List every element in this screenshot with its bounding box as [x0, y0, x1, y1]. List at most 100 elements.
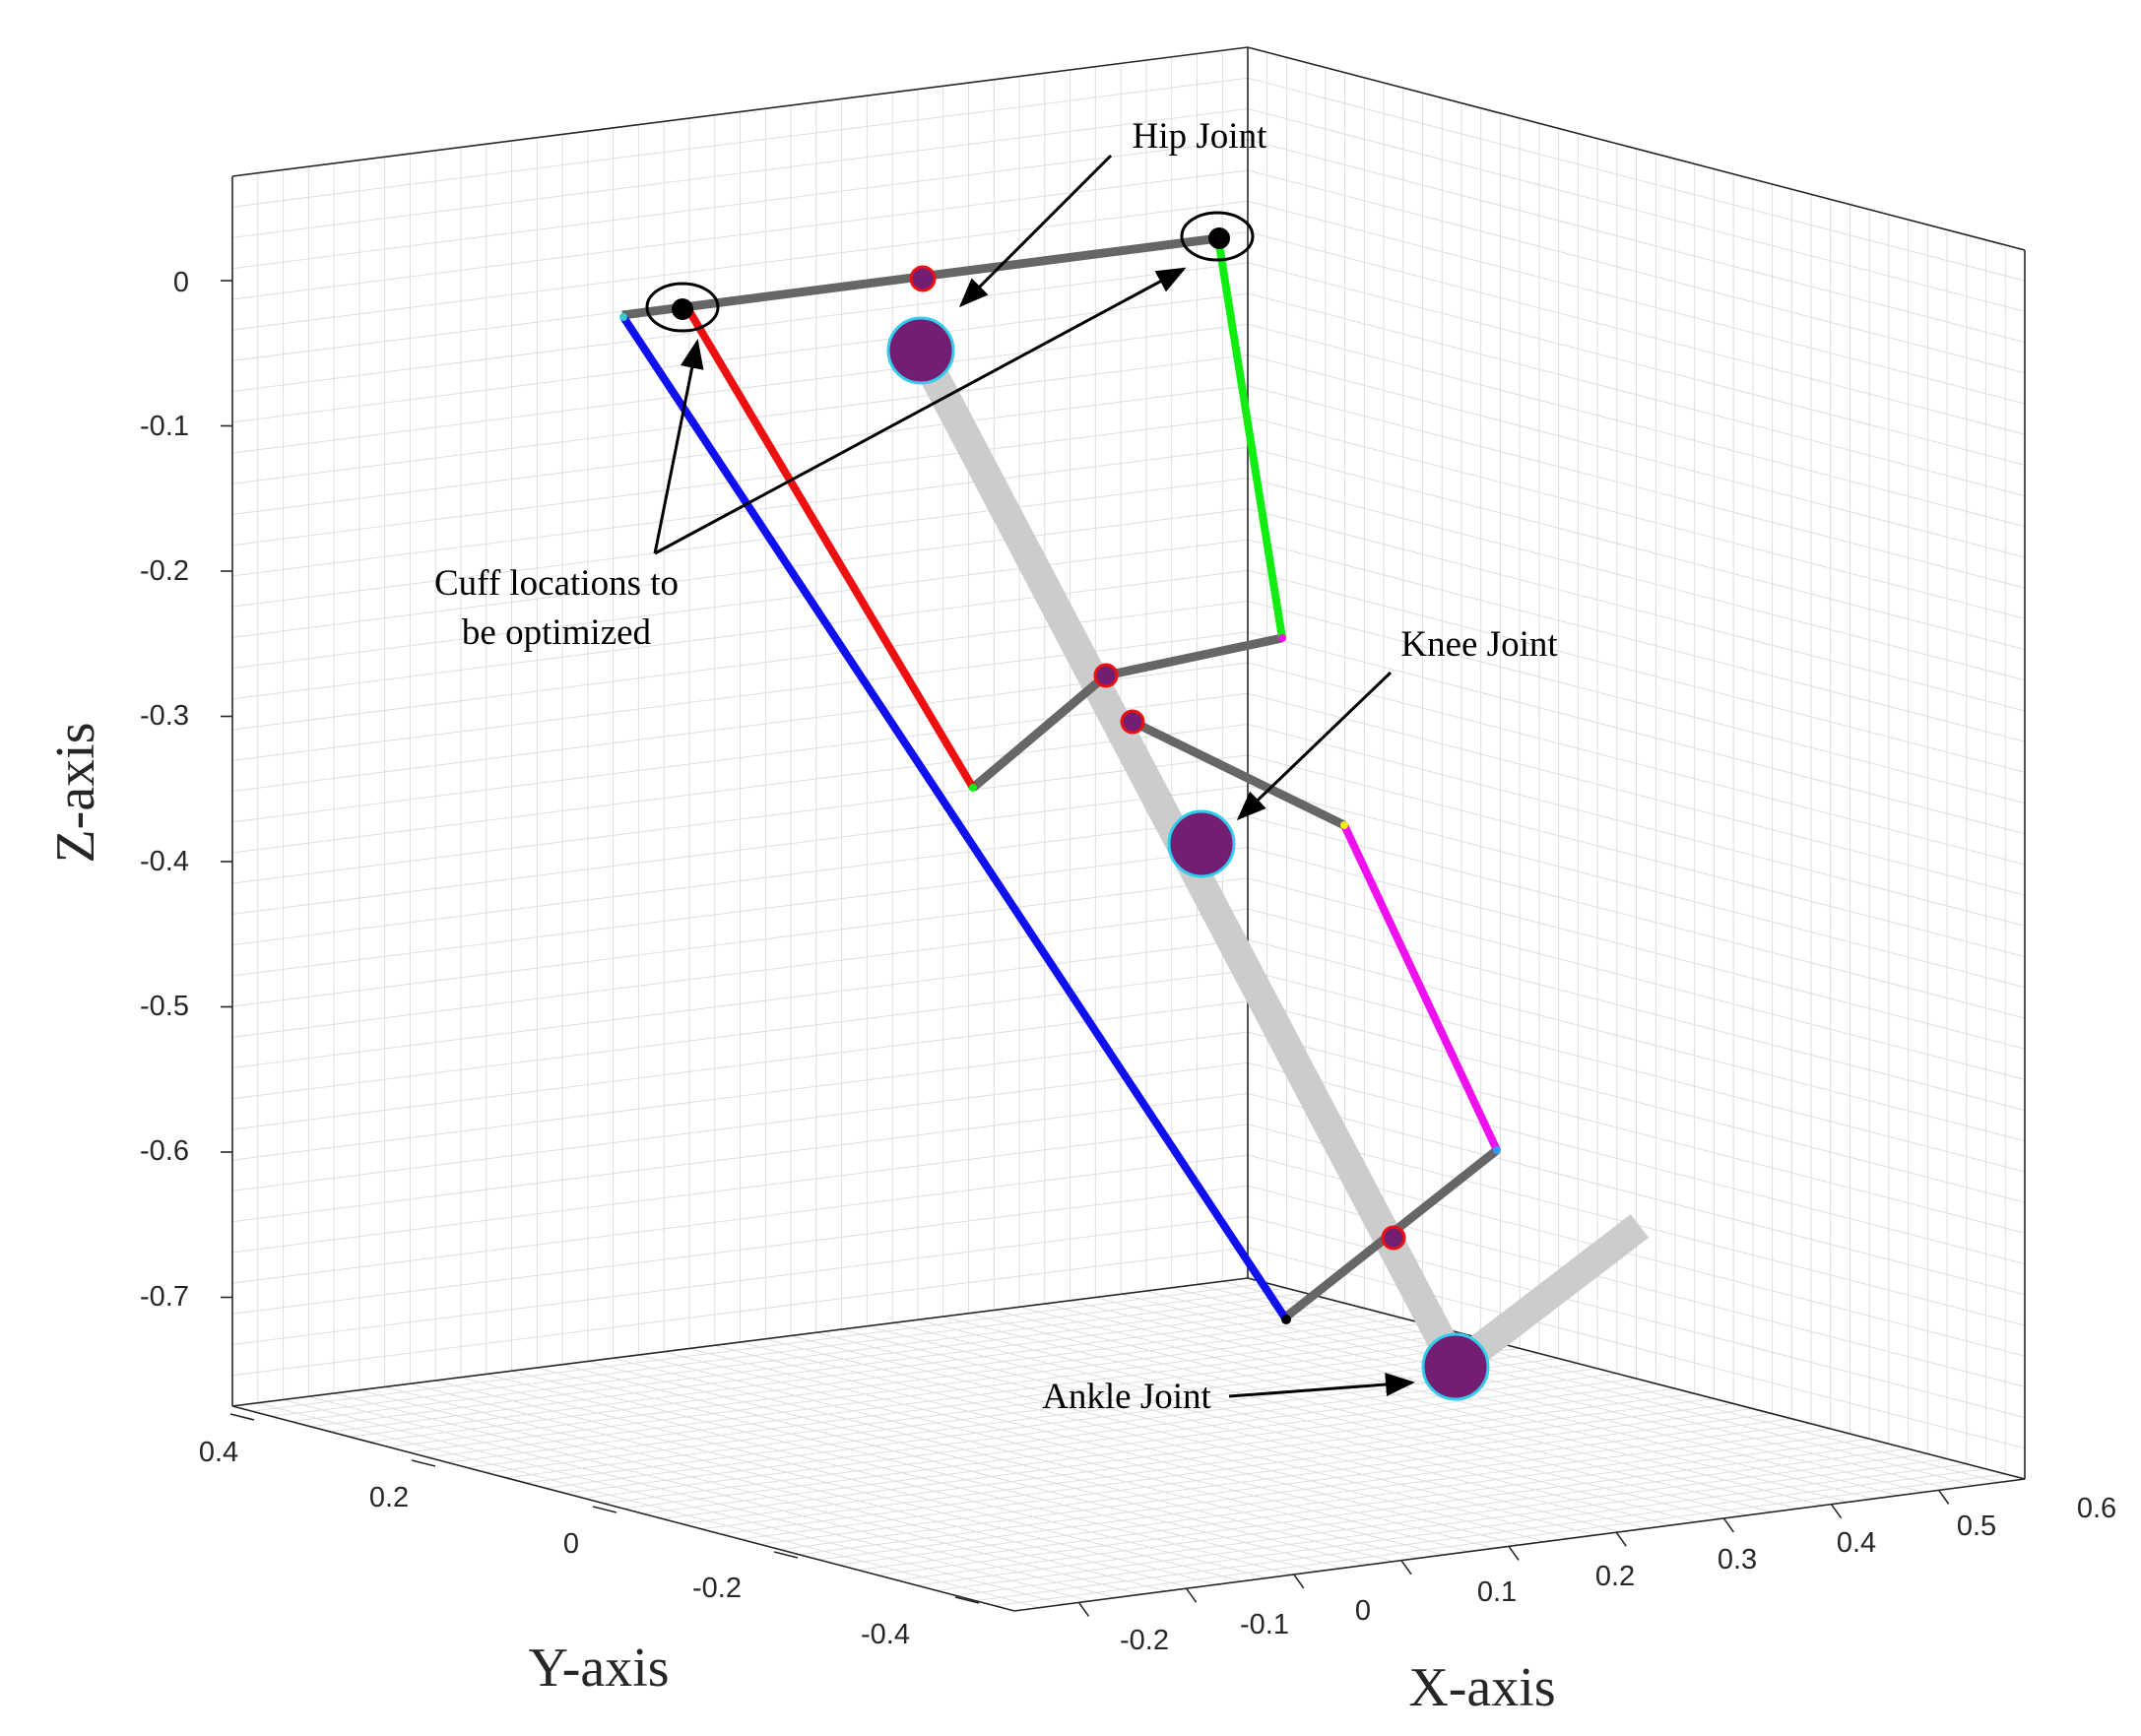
- grid-line: [1044, 1303, 1823, 1507]
- grid-line: [892, 1322, 1672, 1526]
- grid-line: [1247, 1247, 2026, 1449]
- grid-line: [1247, 662, 2026, 866]
- grid-line: [721, 1403, 1734, 1535]
- grid-line: [1070, 1300, 1849, 1503]
- grid-line: [1247, 847, 2026, 1050]
- y-tick-mark: [592, 1506, 617, 1513]
- cuff-point: [1208, 227, 1230, 249]
- cuff-markers: [645, 211, 1255, 333]
- axes-box: [221, 46, 2026, 1617]
- ankle-joint-marker: [1421, 1332, 1490, 1401]
- grid-line: [701, 1397, 1715, 1530]
- y-tick-mark: [773, 1551, 799, 1559]
- limb: [907, 344, 1650, 1379]
- axes-box-edge: [1013, 1478, 2026, 1612]
- grid-line: [1247, 754, 2026, 958]
- grid-line: [1197, 1284, 1975, 1487]
- grid-line: [1247, 1061, 2026, 1265]
- x-tick-mark: [1938, 1489, 1950, 1505]
- x-tick-label: 0.2: [1595, 1561, 1635, 1592]
- x-tick-mark: [1293, 1574, 1305, 1589]
- cuff-highlight-ellipse: [645, 282, 720, 333]
- attachment-joint: [1093, 663, 1119, 688]
- grid-line: [1222, 1280, 2000, 1483]
- grid-line: [231, 1000, 1249, 1130]
- grid-line: [1095, 1297, 1874, 1500]
- grid-line: [231, 908, 1249, 1038]
- z-axis-label: Z-axis: [45, 722, 106, 863]
- grid-line: [916, 1453, 1928, 1586]
- grid-line: [642, 1382, 1656, 1514]
- grid-line: [1247, 815, 2026, 1019]
- grid-line: [942, 1316, 1722, 1519]
- grid-line: [231, 1216, 1249, 1346]
- x-tick-mark: [1185, 1587, 1198, 1603]
- grid-line: [1247, 1093, 2026, 1296]
- cuff-arrow-right: [654, 267, 1187, 555]
- grid-line: [867, 1325, 1647, 1529]
- grid-line: [876, 1443, 1889, 1576]
- grid-line: [790, 1335, 1571, 1539]
- grid-line: [231, 662, 1249, 792]
- grid-line: [231, 1093, 1249, 1223]
- z-tick-label: -0.4: [140, 846, 189, 877]
- frame-node: [1493, 1146, 1501, 1154]
- grid-line: [994, 1310, 1773, 1512]
- grid-line: [1145, 1290, 1924, 1493]
- grid-line: [858, 1438, 1870, 1571]
- y-tick-mark: [954, 1596, 980, 1604]
- axes-box-edge: [231, 1277, 1249, 1407]
- axes-box-edge: [231, 1405, 1015, 1612]
- z-tick-label: -0.2: [140, 555, 189, 587]
- grid-line: [955, 1463, 1967, 1596]
- grid-line: [231, 815, 1249, 946]
- grid-line: [896, 1447, 1909, 1581]
- x-tick-mark: [1830, 1504, 1843, 1519]
- x-tick-label: 0.3: [1718, 1544, 1757, 1575]
- y-tick-labels: 0.4 0.2 0 -0.2 -0.4: [199, 1437, 910, 1650]
- grid-line: [779, 1418, 1792, 1551]
- z-tick-label: -0.1: [140, 411, 189, 442]
- x-tick-label: 0.4: [1837, 1527, 1876, 1559]
- grid-line: [838, 1433, 1850, 1566]
- knee-joint-label: Knee Joint: [1400, 624, 1558, 665]
- grid-line: [765, 1338, 1545, 1543]
- frame-node: [1340, 821, 1348, 829]
- strut-magenta: [1340, 823, 1501, 1152]
- cuff-highlight-ellipse: [1180, 211, 1255, 262]
- axes-box-edge: [231, 46, 1249, 177]
- strut-blue: [619, 314, 1290, 1322]
- frame-node: [1281, 1315, 1291, 1324]
- frame-link-knee-lower: [1131, 717, 1346, 830]
- grid-line: [841, 1328, 1621, 1533]
- attachment-joint: [1381, 1225, 1406, 1251]
- y-tick-mark: [411, 1459, 436, 1467]
- grid-line: [1247, 1031, 2026, 1234]
- grid-line: [1120, 1293, 1899, 1497]
- z-tick-label: -0.3: [140, 700, 189, 732]
- grid-line: [1247, 785, 2026, 989]
- grid-line: [1247, 908, 2026, 1112]
- y-tick-label: 0.4: [199, 1437, 238, 1468]
- grid-line: [231, 970, 1249, 1100]
- grid-line: [662, 1387, 1676, 1519]
- frame-link-knee-upper: [970, 672, 1109, 792]
- annotation-arrows: [653, 154, 1415, 1398]
- cuff-point: [672, 298, 693, 320]
- x-tick-label: 0: [1355, 1595, 1371, 1627]
- z-tick-label: -0.7: [140, 1281, 189, 1313]
- x-tick-mark: [1077, 1601, 1090, 1617]
- x-tick-label: 0.6: [2077, 1493, 2116, 1524]
- hip-joint-label: Hip Joint: [1133, 116, 1267, 157]
- cuff-locations-label-line2: be optimized: [462, 612, 652, 653]
- x-tick-label: -0.2: [1120, 1625, 1169, 1656]
- x-axis-label: X-axis: [1408, 1657, 1555, 1718]
- z-tick-label: -0.6: [140, 1135, 189, 1167]
- grid-line: [231, 1154, 1249, 1284]
- strut-red: [685, 308, 977, 791]
- x-tick-mark: [1508, 1545, 1520, 1561]
- grid-line: [231, 724, 1249, 854]
- grid-line: [759, 1413, 1773, 1545]
- grid-line: [740, 1341, 1521, 1546]
